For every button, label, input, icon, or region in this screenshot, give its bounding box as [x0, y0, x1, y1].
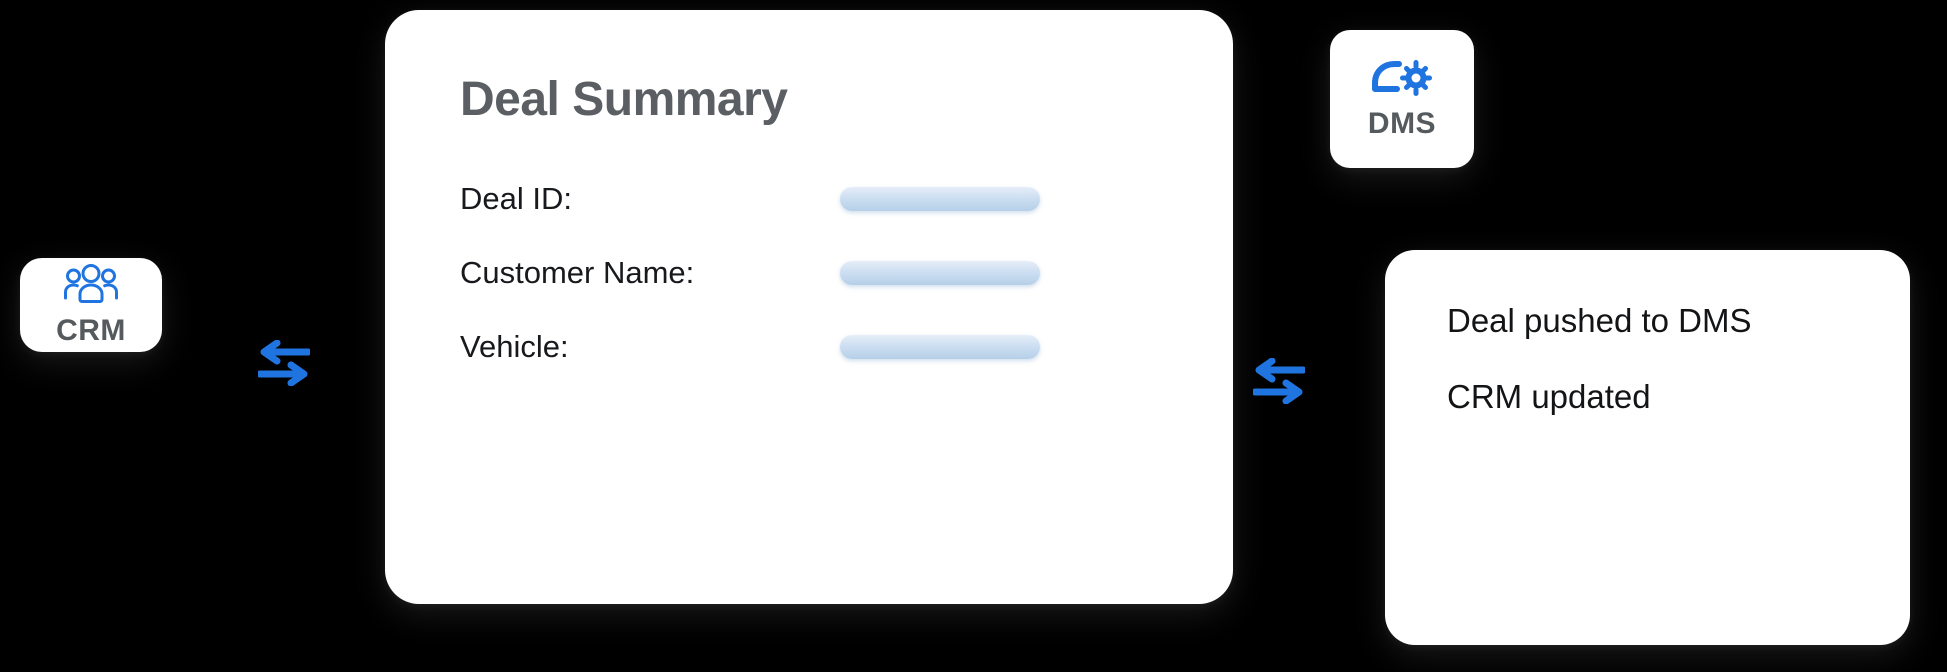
deal-summary-card: Deal Summary Deal ID: Customer Name: Veh… [385, 10, 1233, 604]
status-message: Deal pushed to DMS [1447, 302, 1752, 339]
car-gear-icon [1371, 57, 1433, 97]
deal-id-label: Deal ID: [460, 181, 572, 216]
vehicle-label: Vehicle: [460, 329, 569, 364]
deal-field-row: Customer Name: [460, 236, 1160, 310]
bidirectional-sync-icon [1251, 357, 1307, 405]
dms-tile-label: DMS [1367, 107, 1437, 140]
deal-fields-list: Deal ID: Customer Name: Vehicle: [460, 162, 1160, 384]
dms-tile[interactable]: DMS [1330, 30, 1474, 168]
deal-field-row: Deal ID: [460, 162, 1160, 236]
sync-arrows-left [256, 339, 312, 387]
crm-tile[interactable]: CRM [20, 258, 162, 352]
bidirectional-sync-icon [256, 339, 312, 387]
people-group-icon [63, 262, 119, 304]
customer-name-label: Customer Name: [460, 255, 695, 290]
deal-id-value-placeholder [840, 187, 1040, 211]
status-panel: Deal pushed to DMS CRM updated [1385, 250, 1910, 645]
deal-field-row: Vehicle: [460, 310, 1160, 384]
status-message-list: Deal pushed to DMS CRM updated [1447, 302, 1752, 454]
customer-name-value-placeholder [840, 261, 1040, 285]
page-title: Deal Summary [460, 73, 788, 126]
crm-tile-label: CRM [56, 314, 126, 347]
status-message: CRM updated [1447, 378, 1651, 415]
sync-arrows-right [1251, 357, 1307, 405]
vehicle-value-placeholder [840, 335, 1040, 359]
